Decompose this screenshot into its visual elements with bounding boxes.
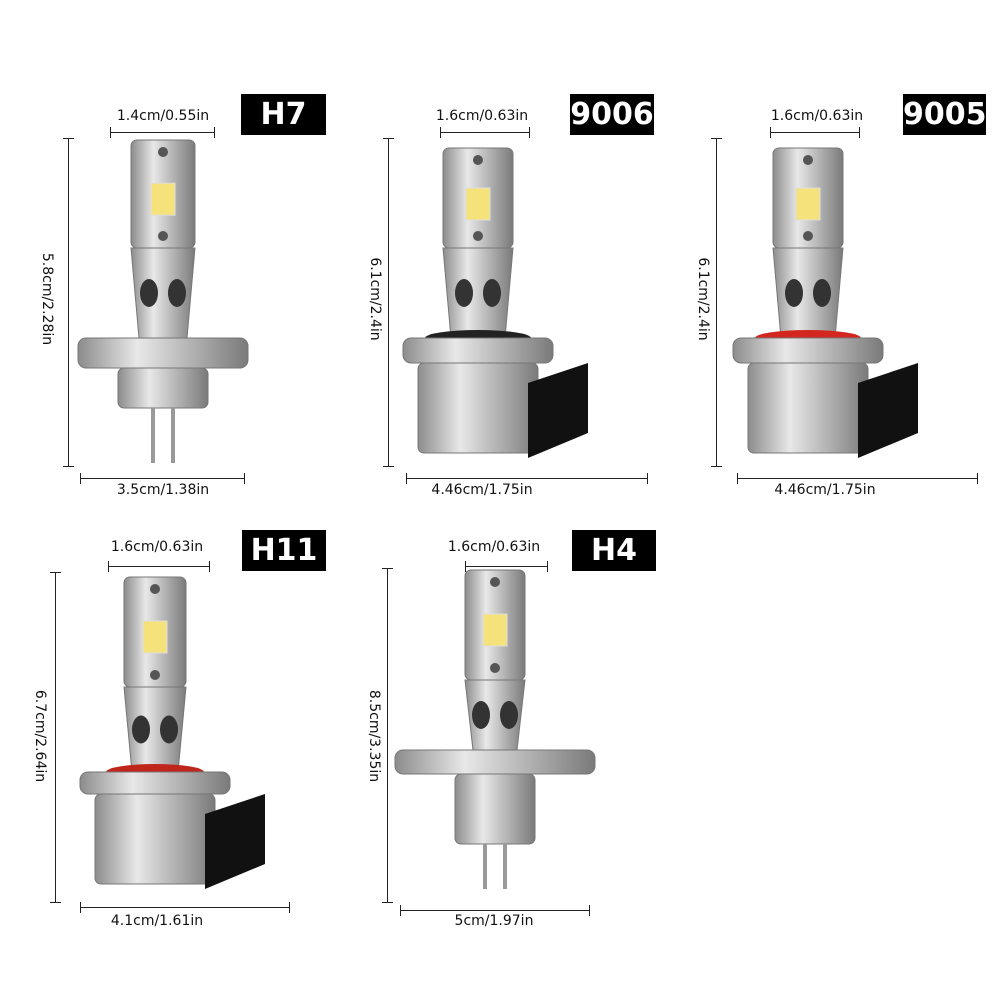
top-width-line [770, 127, 860, 138]
screw [158, 147, 168, 157]
screw [803, 231, 813, 241]
screw [150, 584, 160, 594]
top-width-line [108, 561, 210, 572]
screw [150, 670, 160, 680]
height-line [382, 568, 393, 903]
screw [473, 231, 483, 241]
led-chip [465, 187, 491, 221]
height-line [63, 138, 74, 467]
height-text: 6.1cm/2.4in [367, 257, 383, 341]
screw [158, 231, 168, 241]
bottom-width-text: 4.46cm/1.75in [774, 482, 876, 498]
top-width-line [465, 561, 548, 572]
screw [803, 155, 813, 165]
led-chip [142, 620, 168, 654]
top-width-line [110, 127, 215, 138]
model-label-h4: H4 [572, 530, 656, 571]
bulb-9006-image [402, 147, 588, 458]
bottom-width-line [406, 473, 648, 484]
height-line [711, 138, 722, 467]
height-text: 8.5cm/3.35in [366, 689, 382, 783]
screw [490, 577, 500, 587]
bulb-h11-image [79, 576, 265, 889]
led-chip [482, 613, 508, 647]
bottom-width-text: 4.1cm/1.61in [110, 913, 204, 929]
height-text: 6.7cm/2.64in [32, 689, 48, 783]
top-width-text: 1.6cm/0.63in [435, 108, 529, 124]
height-line [383, 138, 394, 467]
height-text: 6.1cm/2.4in [695, 257, 711, 341]
model-label-9005: 9005 [903, 94, 987, 135]
bottom-width-line [80, 473, 245, 484]
bottom-width-text: 4.46cm/1.75in [431, 482, 533, 498]
bulb-h4-image [394, 569, 596, 889]
bulb-h7-image [77, 139, 249, 463]
top-width-text: 1.6cm/0.63in [110, 539, 204, 555]
bulb-9005-image [732, 147, 918, 458]
bottom-width-line [737, 473, 978, 484]
bottom-width-line [80, 902, 290, 913]
bottom-width-text: 3.5cm/1.38in [116, 482, 210, 498]
connector [528, 363, 588, 458]
screw [490, 663, 500, 673]
height-line [50, 572, 61, 903]
screw [473, 155, 483, 165]
bottom-width-text: 5cm/1.97in [454, 913, 534, 929]
connector [205, 794, 265, 889]
top-width-text: 1.6cm/0.63in [447, 539, 541, 555]
connector [858, 363, 918, 458]
top-width-text: 1.4cm/0.55in [116, 108, 210, 124]
bottom-width-line [400, 905, 590, 916]
led-chip [795, 187, 821, 221]
model-label-h7: H7 [241, 94, 326, 135]
top-width-line [440, 127, 530, 138]
model-label-9006: 9006 [570, 94, 654, 135]
model-label-h11: H11 [242, 530, 326, 571]
height-text: 5.8cm/2.28in [39, 252, 55, 346]
led-chip [150, 182, 176, 216]
top-width-text: 1.6cm/0.63in [770, 108, 864, 124]
